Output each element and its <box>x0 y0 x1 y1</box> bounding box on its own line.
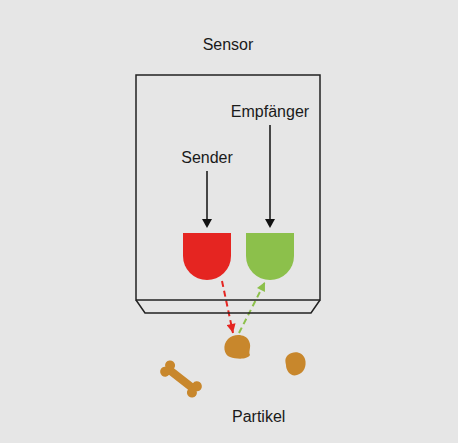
housing-outline <box>130 33 326 315</box>
particle <box>158 358 204 399</box>
pointer-head <box>265 219 275 228</box>
led-component: Empfänger <box>231 102 309 282</box>
particle <box>285 352 305 375</box>
led-body <box>246 233 294 280</box>
housing-body <box>136 75 320 300</box>
particle-drawing <box>150 333 320 403</box>
light-ray <box>239 282 265 333</box>
led-symbol <box>177 168 237 281</box>
particle-label: Partikel <box>150 333 320 427</box>
light-ray <box>222 281 233 333</box>
sensor-housing: SensorSender Empfänger <box>130 33 326 315</box>
pointer-head <box>202 219 212 228</box>
sensor-window <box>136 300 320 313</box>
pointer-line <box>269 125 271 220</box>
led-symbol <box>240 122 300 282</box>
particle-group: Partikel <box>150 333 320 429</box>
led-component: Sender <box>177 148 237 281</box>
pointer-line <box>206 171 208 220</box>
particle <box>224 335 250 359</box>
led-body <box>183 233 231 280</box>
component-label: Sender <box>177 148 237 168</box>
heading-label: Sensor <box>130 33 326 55</box>
component-label: Empfänger <box>231 102 309 122</box>
